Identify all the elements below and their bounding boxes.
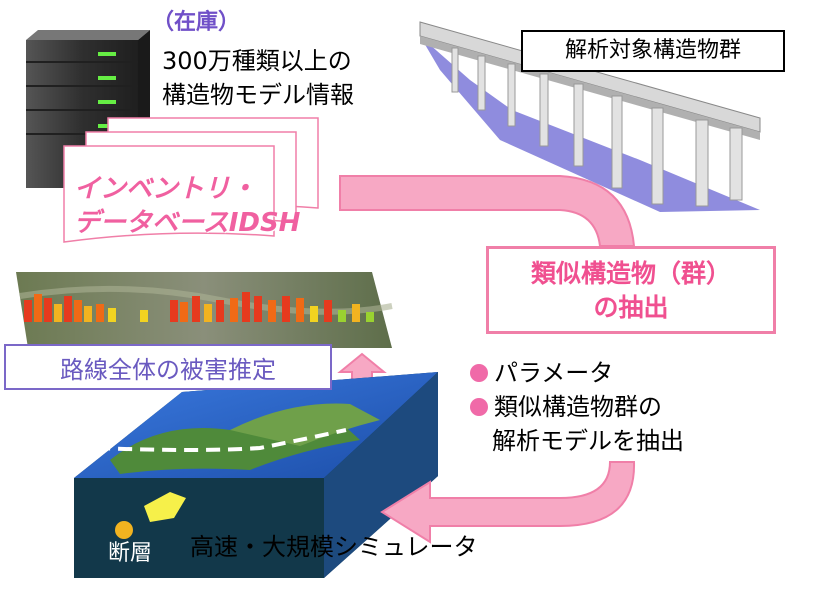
epicenter-icon: [115, 521, 133, 539]
bullet-item-parameters: パラメータ: [470, 356, 684, 390]
fault-zone-icon: [144, 492, 186, 522]
return-arrow: [380, 461, 636, 544]
extraction-box: 類似構造物（群） の抽出: [486, 246, 776, 334]
stock-desc-line1: 300万種類以上の: [162, 47, 352, 75]
fault-label: 断層: [108, 541, 153, 566]
bullet-dot-icon: [470, 364, 488, 382]
target-structures-label: 解析対象構造物群: [521, 30, 785, 72]
database-label: インベントリ・ データベースIDSH: [74, 172, 300, 240]
stock-label: （在庫）: [152, 10, 241, 35]
bullet-item-models: 類似構造物群の: [470, 390, 684, 424]
bullet-dot-icon: [470, 398, 488, 416]
database-pages-icon: [63, 117, 319, 243]
extraction-arrow: [339, 175, 636, 247]
damage-map-strip: [16, 272, 393, 348]
elevated-highway-illustration: [419, 21, 761, 212]
damage-estimation-label: 路線全体の被害推定: [4, 344, 332, 390]
extraction-bullets: パラメータ 類似構造物群の 解析モデルを抽出: [470, 356, 684, 458]
extraction-line2: の抽出: [593, 293, 669, 322]
stock-description: 300万種類以上の 構造物モデル情報: [162, 44, 442, 112]
terrain-block: [74, 372, 438, 578]
bullet-item-models-cont: 解析モデルを抽出: [492, 427, 684, 455]
simulator-label: 高速・大規模シミュレータ: [190, 533, 478, 561]
extraction-line1: 類似構造物（群）: [530, 259, 731, 288]
database-line1: インベントリ・: [74, 174, 257, 204]
database-line2: データベースIDSH: [74, 208, 301, 238]
stock-desc-line2: 構造物モデル情報: [162, 81, 354, 109]
